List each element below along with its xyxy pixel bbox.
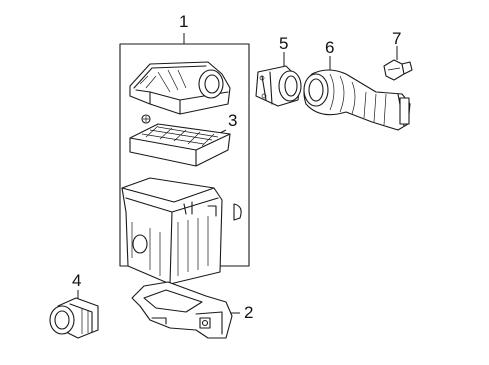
intake-duct bbox=[303, 69, 411, 131]
mass-airflow-adapter bbox=[255, 65, 302, 107]
temperature-sensor bbox=[383, 59, 413, 81]
callout-2: 2 bbox=[244, 303, 254, 322]
bracket bbox=[131, 281, 233, 339]
air-cleaner-cover bbox=[129, 61, 231, 124]
callout-1: 1 bbox=[179, 12, 189, 31]
callout-4: 4 bbox=[72, 271, 82, 290]
callout-5: 5 bbox=[279, 34, 289, 53]
grommet bbox=[49, 297, 99, 339]
air-filter-element bbox=[129, 123, 231, 167]
callout-3: 3 bbox=[228, 111, 238, 130]
callout-6: 6 bbox=[325, 38, 335, 57]
air-cleaner-housing bbox=[121, 177, 242, 285]
callout-7: 7 bbox=[392, 29, 402, 48]
